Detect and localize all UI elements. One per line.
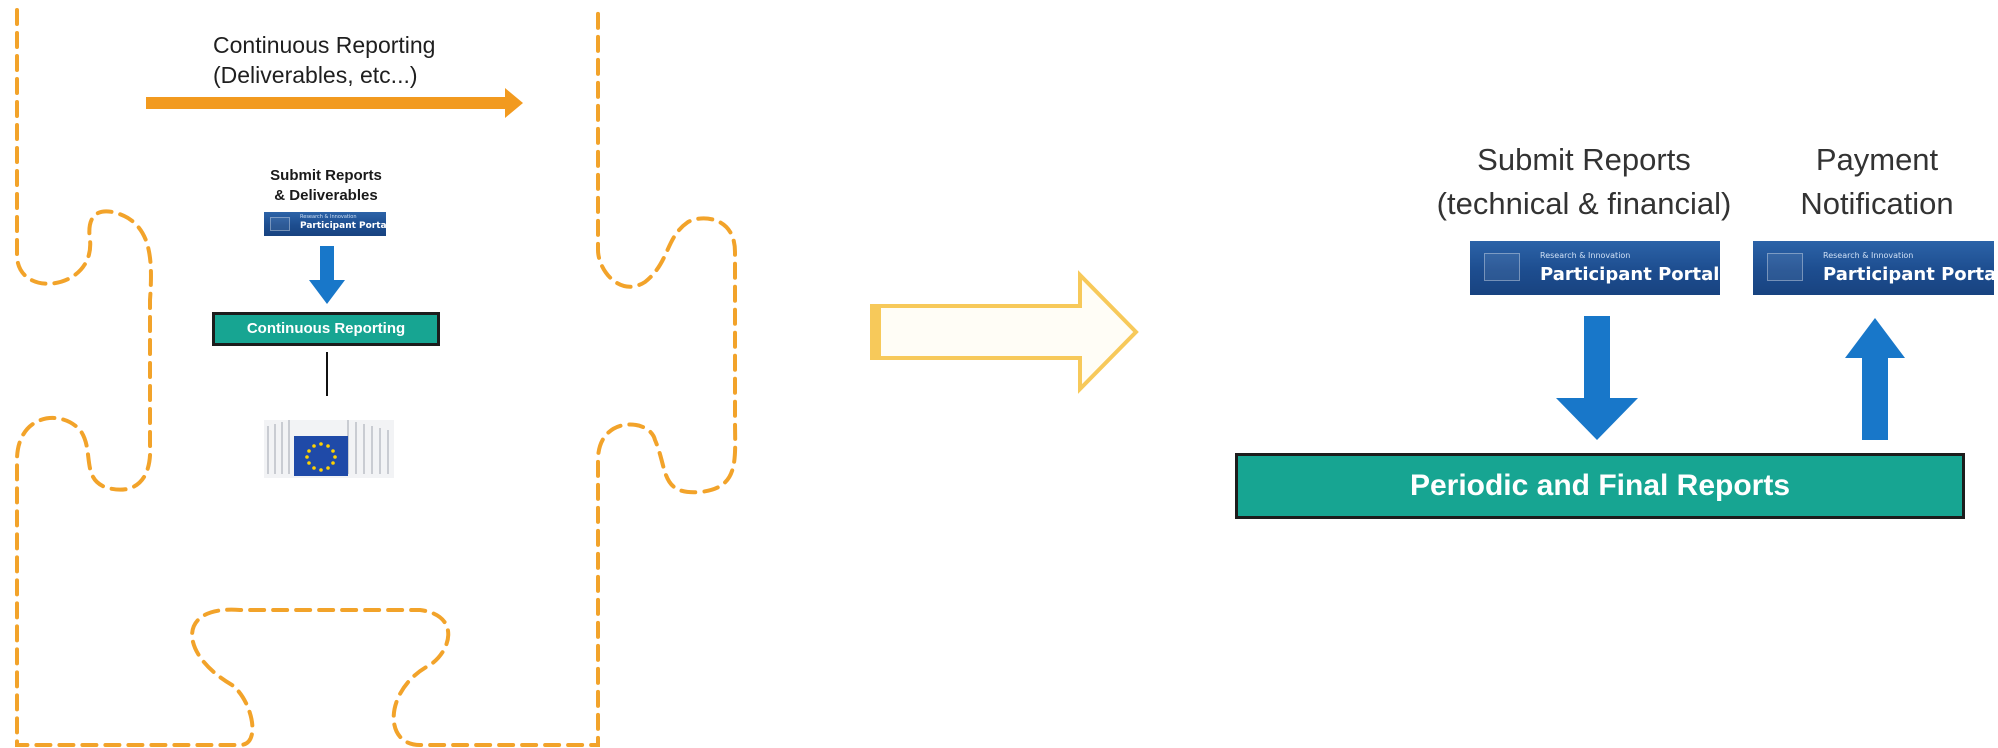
portal-super-text: Research & Innovation	[300, 214, 356, 220]
submit-line2: & Deliverables	[246, 186, 406, 206]
eu-flag-icon	[1484, 253, 1520, 281]
small-down-arrow	[309, 246, 345, 304]
transition-arrow	[872, 275, 1136, 389]
eu-flag-icon	[1767, 253, 1803, 281]
payment-up-arrow	[1845, 318, 1905, 440]
submit-reports-label: Submit Reports (technical & financial)	[1404, 138, 1764, 226]
payment-line1: Payment	[1782, 138, 1972, 182]
eu-building-icon	[264, 420, 394, 478]
continuous-title-line1: Continuous Reporting	[213, 30, 435, 60]
participant-portal-logo-submit: Research & Innovation Participant Portal	[1470, 241, 1720, 295]
continuous-reporting-title: Continuous Reporting (Deliverables, etc.…	[213, 30, 435, 90]
submit-deliverables-label: Submit Reports & Deliverables	[246, 166, 406, 206]
submit-line1: Submit Reports	[246, 166, 406, 186]
portal-main-text: Participant Portal	[1823, 264, 1994, 285]
submit-down-arrow	[1556, 316, 1638, 440]
portal-super-text: Research & Innovation	[1540, 251, 1630, 260]
periodic-final-reports-box: Periodic and Final Reports	[1235, 453, 1965, 519]
continuous-reporting-arrow	[146, 88, 523, 118]
continuous-reporting-box: Continuous Reporting	[212, 312, 440, 346]
portal-main-text: Participant Portal	[1540, 264, 1719, 285]
portal-main-text: Participant Portal	[300, 221, 386, 231]
submit-reports-line1: Submit Reports	[1404, 138, 1764, 182]
payment-notification-label: Payment Notification	[1782, 138, 1972, 226]
submit-reports-line2: (technical & financial)	[1404, 182, 1764, 226]
puzzle-piece-outline	[17, 10, 735, 745]
portal-super-text: Research & Innovation	[1823, 251, 1913, 260]
payment-line2: Notification	[1782, 182, 1972, 226]
participant-portal-logo-payment: Research & Innovation Participant Portal	[1753, 241, 1994, 295]
eu-flag-icon	[270, 217, 290, 231]
participant-portal-logo-small: Research & Innovation Participant Portal	[264, 212, 386, 236]
continuous-title-line2: (Deliverables, etc...)	[213, 60, 435, 90]
